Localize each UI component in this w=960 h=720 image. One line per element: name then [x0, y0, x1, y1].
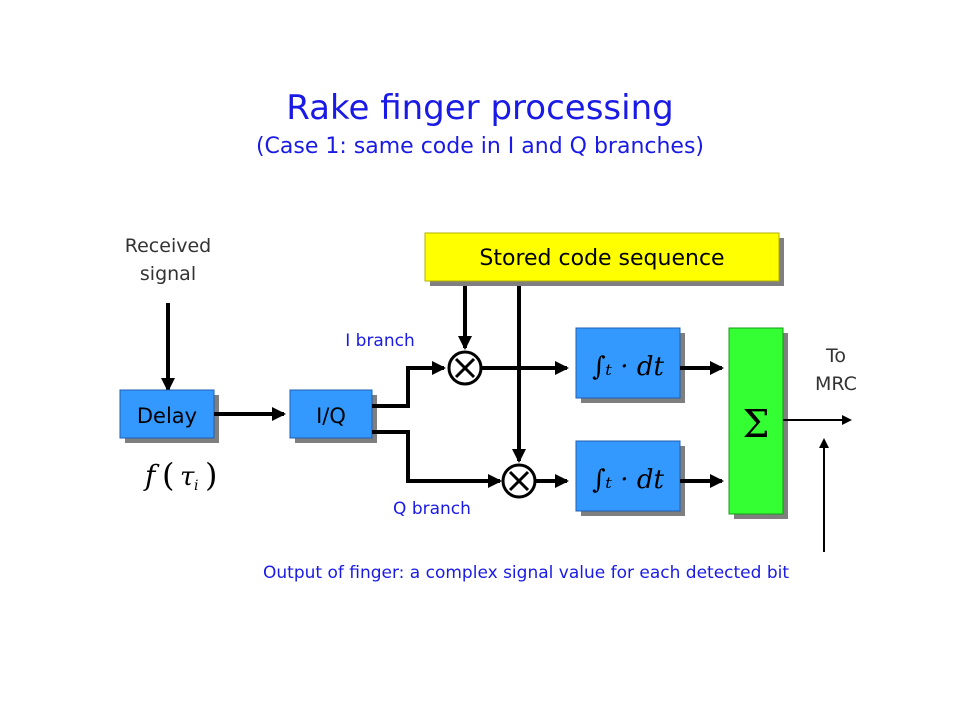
delay-function-formula: f ( τ i ) [143, 456, 217, 494]
delay-formula-subscript: i [194, 478, 198, 494]
stored-code-block: Stored code sequence [424, 232, 784, 286]
stored-code-label: Stored code sequence [479, 246, 724, 271]
integrator-top-label: ∫ₜ · dt [592, 352, 664, 382]
delay-formula-tau: τ [180, 462, 195, 492]
delay-block: Delay [119, 389, 219, 443]
sum-symbol: Σ [743, 402, 770, 446]
integrator-bottom-block: ∫ₜ · dt [575, 440, 685, 516]
q-branch-label: Q branch [393, 499, 471, 519]
delay-block-label: Delay [137, 404, 197, 428]
delay-formula-close-paren: ) [205, 456, 217, 494]
i-multiplier-cross-b [454, 357, 476, 379]
output-note: Output of finger: a complex signal value… [263, 563, 789, 583]
q-multiplier-cross-b [508, 470, 530, 492]
to-mrc-label-line1: To [825, 345, 846, 367]
delay-formula-open-paren: ( [162, 456, 174, 494]
i-branch-label: I branch [345, 331, 415, 351]
sum-block: Σ [728, 327, 788, 519]
page-subtitle: (Case 1: same code in I and Q branches) [255, 134, 705, 159]
integrator-bottom-label: ∫ₜ · dt [592, 465, 664, 495]
delay-formula-f: f [143, 459, 160, 492]
received-signal-label-line1: Received [125, 235, 211, 257]
q-multiplier [501, 463, 537, 499]
page-title: Rake finger processing [286, 88, 674, 128]
integrator-top-block: ∫ₜ · dt [575, 327, 685, 403]
received-signal-label-line2: signal [140, 263, 196, 285]
iq-block: I/Q [289, 389, 377, 443]
i-multiplier [447, 350, 483, 386]
i-branch-line [372, 361, 446, 408]
iq-block-label: I/Q [316, 404, 346, 428]
q-branch-line [372, 430, 502, 488]
to-mrc-label-line2: MRC [815, 373, 857, 395]
